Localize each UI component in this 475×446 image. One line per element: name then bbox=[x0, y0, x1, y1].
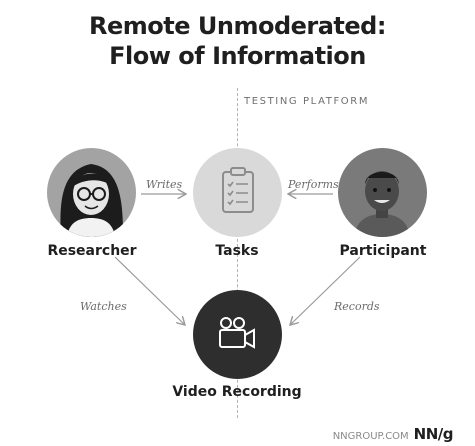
title-line-1: Remote Unmoderated: bbox=[89, 12, 386, 40]
watches-label: Watches bbox=[80, 300, 127, 313]
records-arrow bbox=[290, 256, 361, 325]
nng-logo: NN/g bbox=[413, 425, 454, 443]
records-label: Records bbox=[334, 300, 380, 313]
platform-divider bbox=[237, 88, 238, 418]
writes-label: Writes bbox=[146, 178, 183, 191]
participant-avatar bbox=[338, 148, 427, 237]
researcher-label: Researcher bbox=[47, 243, 137, 259]
performs-label: Performs bbox=[288, 178, 339, 191]
video-camera-icon bbox=[193, 290, 282, 379]
platform-label: TESTING PLATFORM bbox=[244, 96, 370, 107]
tasks-label: Tasks bbox=[215, 243, 259, 259]
footer-site: NNGROUP.COM bbox=[332, 431, 409, 442]
video-recording-label: Video Recording bbox=[172, 384, 302, 400]
footer: NNGROUP.COM NN/g bbox=[332, 425, 454, 443]
participant-label: Participant bbox=[339, 243, 427, 259]
title-line-2: Flow of Information bbox=[109, 42, 366, 70]
tasks-icon bbox=[193, 148, 282, 237]
researcher-avatar bbox=[47, 148, 136, 237]
watches-arrow bbox=[114, 256, 185, 325]
